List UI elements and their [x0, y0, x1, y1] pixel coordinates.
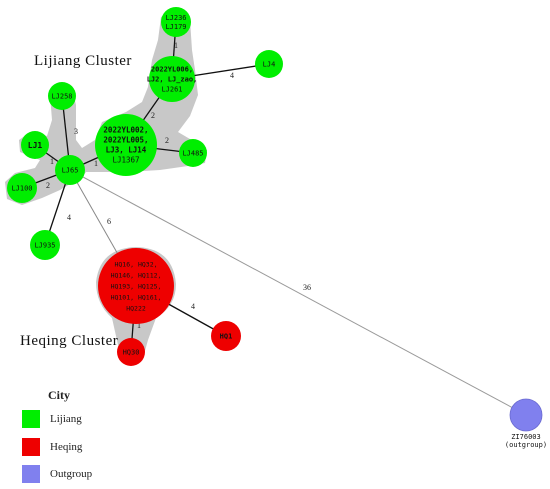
node-circle-hq30 [117, 338, 145, 366]
legend-item-lijiang: Lijiang [22, 408, 82, 430]
legend-item-outgroup: Outgroup [22, 463, 92, 485]
node-circle-lj65 [55, 155, 85, 185]
lijiang-cluster-label: Lijiang Cluster [34, 53, 132, 69]
edge-label-yl002-lj65: 1 [94, 159, 98, 168]
legend: City Lijiang Heqing Outgroup [22, 388, 162, 488]
node-label-zi76003-0: ZI76003 [511, 433, 541, 441]
node-label-hq16-0: HQ16, HQ32, [114, 260, 157, 268]
node-label-hq30-0: HQ30 [123, 348, 140, 356]
edge-label-hq16-hq30: 1 [137, 321, 141, 330]
legend-swatch-lijiang [22, 410, 40, 428]
node-label-lj1-0: LJ1 [28, 141, 43, 150]
node-circle-lj935 [30, 230, 60, 260]
edge-label-hq16-hq1: 4 [191, 302, 195, 311]
node-circle-lj1 [21, 131, 49, 159]
node-lj4: LJ4 [255, 50, 283, 78]
legend-label-outgroup: Outgroup [50, 468, 93, 480]
node-label-lj236-1: LJ179 [165, 23, 186, 31]
node-label-yl002-0: 2022YL002, [103, 126, 148, 135]
node-lj258: LJ258 [48, 82, 76, 110]
node-label-hq16-3: HQ101, HQ161, [111, 293, 162, 301]
edge-label-lj65-zi76003: 36 [303, 283, 311, 292]
node-hq30: HQ30 [117, 338, 145, 366]
node-label-yl002-3: LJ1367 [112, 156, 139, 165]
node-label-lj236-0: LJ236 [165, 14, 186, 22]
node-yl006: 2022YL006, LJ2, LJ_zao, LJ261 [147, 56, 198, 102]
node-label-lj935-0: LJ935 [34, 241, 55, 249]
node-lj935: LJ935 [30, 230, 60, 260]
legend-item-heqing: Heqing [22, 436, 82, 458]
edge-label-lj1-lj65: 1 [50, 157, 54, 166]
node-hq1: HQ1 [211, 321, 241, 351]
node-label-lj4-0: LJ4 [263, 60, 276, 68]
legend-title: City [48, 388, 70, 402]
node-circle-hq16 [98, 248, 174, 324]
node-label-lj100-0: LJ100 [11, 184, 32, 192]
edge-label-lj236-yl006: 1 [174, 41, 178, 50]
node-zi76003: ZI76003(outgroup) [505, 398, 547, 449]
node-label-lj485-0: LJ485 [182, 149, 203, 157]
node-label-lj65-0: LJ65 [62, 166, 79, 174]
node-lj100: LJ100 [7, 173, 37, 203]
node-label-yl002-2: LJ3, LJ14 [106, 146, 147, 155]
node-lj1: LJ1 [21, 131, 49, 159]
edge-label-lj258-lj65: 3 [74, 127, 78, 136]
legend-swatch-outgroup [22, 465, 40, 483]
node-circle-hq1 [211, 321, 241, 351]
node-label-yl006-1: LJ2, LJ_zao, [147, 75, 198, 83]
node-label-zi76003-1: (outgroup) [505, 441, 547, 449]
node-circle-lj485 [179, 139, 207, 167]
node-label-hq16-1: HQ146, HQ112, [111, 271, 162, 279]
node-circle-lj236 [161, 7, 191, 37]
node-hq16: HQ16, HQ32, HQ146, HQ112, HQ193, HQ125, HQ1… [98, 248, 174, 324]
node-circle-lj258 [48, 82, 76, 110]
edge-label-yl006-yl002: 2 [151, 111, 155, 120]
node-circle-zi76003 [509, 398, 543, 432]
node-label-hq16-2: HQ193, HQ125, [111, 282, 162, 290]
node-circle-lj100 [7, 173, 37, 203]
lijiang-cluster-hull [5, 13, 207, 206]
edge-label-lj65-lj935: 4 [67, 213, 71, 222]
edge-label-lj100-lj65: 2 [46, 181, 50, 190]
edge-lj65-zi76003 [69, 169, 527, 416]
node-circle-yl006 [149, 56, 195, 102]
node-lj485: LJ485 [179, 139, 207, 167]
network-edges: 1 4 2 2 1 3 1 2 4 6 36 4 1 [21, 21, 527, 416]
node-lj65: LJ65 [55, 155, 85, 185]
node-label-yl006-0: 2022YL006, [151, 65, 193, 73]
node-circle-yl002 [95, 114, 157, 176]
node-circle-lj4 [255, 50, 283, 78]
node-label-yl006-2: LJ261 [161, 85, 182, 93]
edge-label-yl002-lj485: 2 [165, 136, 169, 145]
edge-label-lj65-hq16: 6 [107, 217, 111, 226]
edge-label-yl006-lj4: 4 [230, 71, 234, 80]
legend-swatch-heqing [22, 438, 40, 456]
legend-label-lijiang: Lijiang [50, 413, 82, 425]
node-label-yl002-1: 2022YL005, [103, 136, 148, 145]
legend-label-heqing: Heqing [50, 441, 83, 453]
node-label-hq1-0: HQ1 [220, 332, 233, 340]
heqing-cluster-label: Heqing Cluster [20, 333, 119, 349]
node-label-lj258-0: LJ258 [51, 92, 72, 100]
node-label-hq16-4: HQ222 [126, 304, 146, 312]
